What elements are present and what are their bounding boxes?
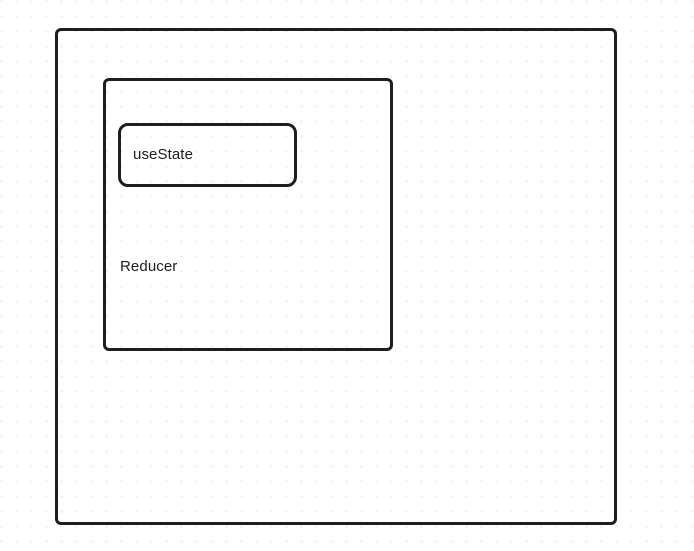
usestate-rectangle[interactable] (118, 123, 297, 187)
inner-container-rectangle[interactable] (103, 78, 393, 351)
outer-container-rectangle[interactable] (55, 28, 617, 525)
reducer-label[interactable]: Reducer (120, 258, 178, 275)
usestate-label[interactable]: useState (133, 146, 194, 163)
